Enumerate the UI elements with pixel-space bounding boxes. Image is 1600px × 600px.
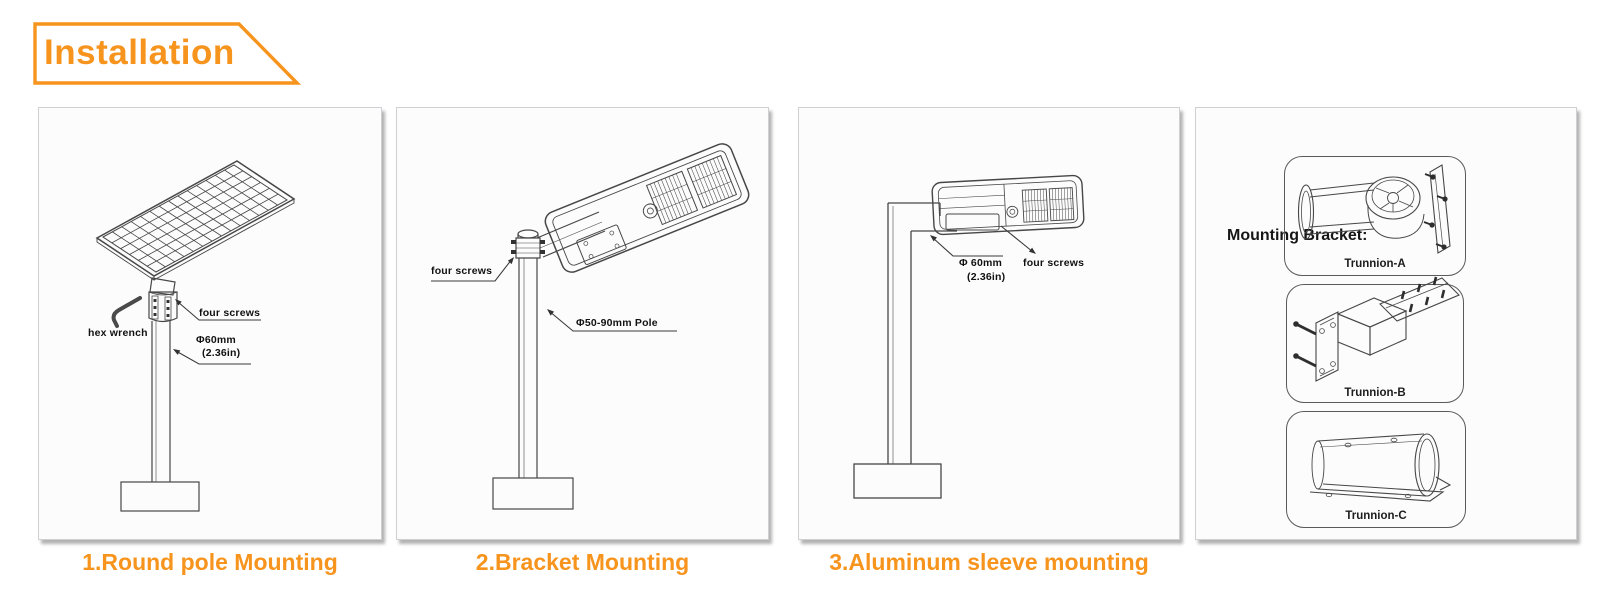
label-diameter-in: (2.36in) (967, 271, 1006, 283)
label-four-screws: four screws (199, 307, 261, 319)
round-pole-diagram (95, 160, 296, 512)
panel-round-pole-mounting: four screws hex wrench Φ60mm (2.36in) (38, 107, 382, 540)
label-four-screws: four screws (431, 265, 493, 277)
label-diameter-in: (2.36in) (202, 347, 241, 359)
bracket-mounting-diagram (431, 143, 750, 510)
trunnion-a-bolts (1429, 174, 1448, 250)
bracket-card-trunnion-c (1286, 411, 1466, 528)
caption-aluminum-sleeve-mounting: 3.Aluminum sleeve mounting (829, 549, 1149, 575)
trunnion-a-drawing (1297, 164, 1451, 254)
trunnion-c-label: Trunnion-C (1345, 510, 1407, 522)
panel-aluminum-sleeve-mounting: Φ 60mm (2.36in) four screws (798, 107, 1180, 540)
aluminum-sleeve-diagram (853, 174, 1085, 499)
trunnion-b-studs (1400, 276, 1446, 313)
label-diameter-mm: Φ60mm (196, 334, 236, 346)
page-title: Installation (44, 33, 235, 72)
installation-banner (33, 22, 302, 86)
label-pole-size: Φ50-90mm Pole (576, 317, 658, 329)
label-four-screws: four screws (1023, 257, 1085, 269)
bracket-card-trunnion-a (1284, 156, 1466, 276)
trunnion-a-label: Trunnion-A (1344, 258, 1406, 270)
caption-bracket-mounting: 2.Bracket Mounting (475, 549, 690, 575)
label-diameter-mm: Φ 60mm (959, 257, 1003, 269)
caption-round-pole-mounting: 1.Round pole Mounting (82, 549, 338, 575)
bracket-card-trunnion-b (1286, 284, 1464, 403)
hex-wrench-drawing (111, 296, 142, 328)
mounting-bracket-header: Mounting Bracket: (1227, 227, 1368, 244)
trunnion-drawings (1293, 164, 1460, 502)
trunnion-b-drawing (1315, 277, 1460, 382)
panel-bracket-mounting: four screws Φ50-90mm Pole (396, 107, 769, 540)
label-hex-wrench: hex wrench (88, 327, 148, 339)
trunnion-b-label: Trunnion-B (1344, 387, 1406, 399)
panel-mounting-bracket: Mounting Bracket: (1195, 107, 1577, 540)
trunnion-c-drawing (1309, 433, 1452, 502)
banner-outline-shape (33, 22, 302, 85)
